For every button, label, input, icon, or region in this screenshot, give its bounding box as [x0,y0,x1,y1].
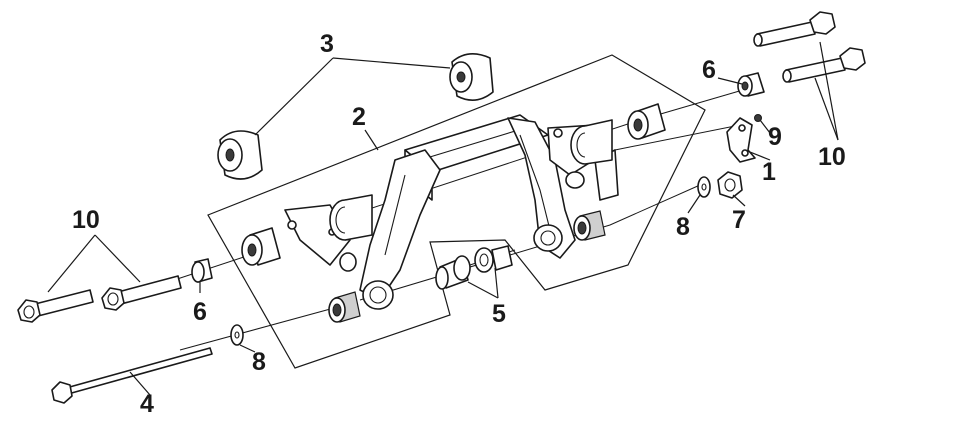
spacer-left [191,258,213,283]
callout-10-left: 10 [72,206,100,234]
bushing-set [435,245,513,290]
callout-8-left: 8 [252,348,266,376]
callout-8-right: 8 [676,213,690,241]
callout-6-left: 6 [193,298,207,326]
callout-10-right: 10 [818,143,846,171]
small-screw [754,114,762,122]
callout-3: 3 [320,30,334,58]
long-bolt [51,347,213,404]
washer-front [230,324,244,346]
callout-6-right: 6 [702,56,716,84]
left-bushing [241,227,281,266]
callout-7: 7 [732,206,746,234]
bolt-left-2 [101,275,182,311]
rubber-mount-right [449,53,494,101]
washer-rear [697,176,711,198]
callout-1: 1 [762,158,776,186]
bolt-right-1 [753,11,836,47]
frame-bracket [284,114,619,310]
leader-lines [47,41,839,396]
small-bracket [726,117,756,163]
spacer-rear [737,72,765,97]
needle-bearing-front [328,291,361,323]
callout-9: 9 [768,123,782,151]
bolt-left-1 [17,289,94,323]
callout-5: 5 [492,300,506,328]
callout-2: 2 [352,103,366,131]
group-outline-frame [207,54,706,369]
lock-nut [717,171,743,199]
rubber-mount-left [217,130,263,180]
assembly-axis-lines [149,84,761,351]
rear-bushing [627,103,666,140]
callout-4: 4 [140,390,154,418]
needle-bearing-rear [573,210,606,241]
